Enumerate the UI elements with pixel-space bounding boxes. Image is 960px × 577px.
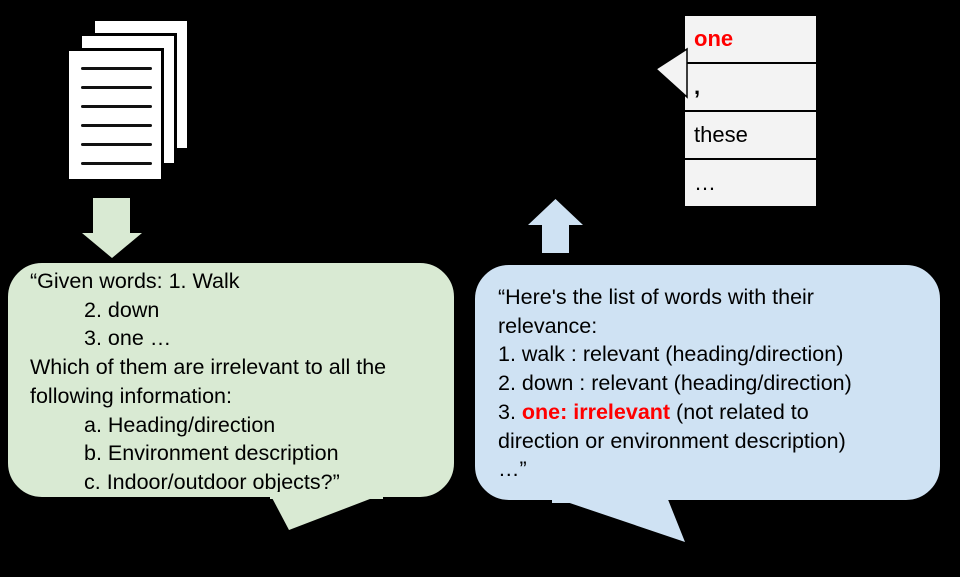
prompt-line: 2. down	[84, 297, 160, 322]
prompt-line: a. Heading/direction	[84, 412, 276, 437]
word-label: these	[694, 122, 748, 147]
word-label: one	[694, 26, 734, 51]
response-line: relevance:	[498, 313, 598, 338]
word-list-item: …	[685, 160, 816, 206]
word-list-item: these	[685, 112, 816, 160]
response-line: “Here's the list of words with their	[498, 285, 814, 309]
response-line: 2. down : relevant (heading/direction)	[498, 371, 852, 396]
response-bubble: “Here's the list of words with their rel…	[473, 263, 942, 502]
prompt-line: following information:	[30, 383, 232, 408]
response-line: 1. walk : relevant (heading/direction)	[498, 342, 844, 367]
document-text-line	[81, 105, 152, 108]
document-page	[66, 48, 164, 182]
prompt-bubble: “Given words: 1. Walk 2. down 3. one … W…	[6, 261, 456, 499]
response-line: …”	[498, 457, 527, 482]
prompt-line: 3. one …	[84, 326, 172, 351]
document-text-line	[81, 86, 152, 89]
document-text-line	[81, 67, 152, 70]
word-label: …	[694, 170, 716, 195]
callout-pointer-icon	[654, 47, 688, 99]
document-text-line	[81, 162, 152, 165]
prompt-bubble-tail	[270, 492, 383, 530]
response-line-suffix: (not related to	[670, 399, 809, 424]
response-line-prefix: 3.	[498, 399, 522, 424]
prompt-line: Which of them are irrelevant to all the	[30, 355, 387, 380]
irrelevant-word-highlight: one: irrelevant	[521, 399, 671, 424]
response-line-highlighted: 3. one: irrelevant (not related to	[498, 398, 936, 427]
document-text-line	[81, 124, 152, 127]
prompt-line: c. Indoor/outdoor objects?”	[84, 469, 340, 494]
prompt-line: b. Environment description	[84, 441, 339, 466]
word-label: ,	[694, 74, 701, 99]
response-line: direction or environment description)	[498, 428, 846, 453]
down-arrow-icon	[82, 198, 142, 258]
response-bubble-tail	[552, 495, 685, 542]
document-text-line	[81, 143, 152, 146]
word-list: one , these …	[683, 14, 818, 208]
up-arrow-icon	[528, 199, 583, 253]
word-list-item: ,	[685, 64, 816, 112]
prompt-line: “Given words: 1. Walk	[30, 269, 240, 293]
word-list-item: one	[685, 16, 816, 64]
